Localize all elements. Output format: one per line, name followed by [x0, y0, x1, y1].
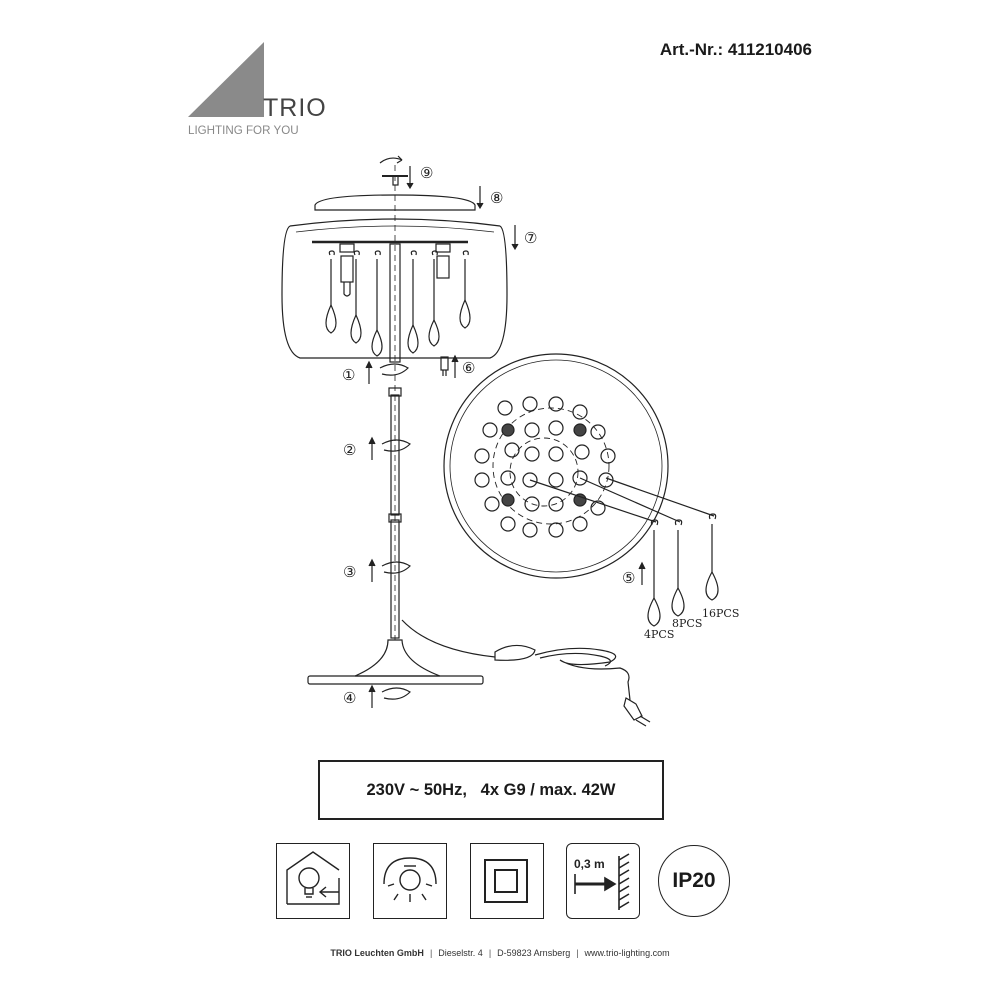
base-plate — [307, 675, 484, 685]
lamp-stem — [354, 165, 441, 677]
rotation-arrows — [379, 363, 411, 700]
step-4-label: ④ — [343, 689, 356, 707]
inline-switch — [494, 644, 536, 661]
trio-logo: TRIO LIGHTING FOR YOU — [188, 42, 327, 137]
article-number: Art.-Nr.: 411210406 — [659, 40, 812, 59]
top-finial — [379, 155, 414, 190]
plate-top-view — [443, 353, 715, 579]
footer-street: Dieselstr. 4 — [438, 948, 483, 958]
electrical-spec: 230V ~ 50Hz, 4x G9 / max. 42W — [318, 760, 664, 820]
step-7-label: ⑦ — [524, 229, 537, 247]
step-3-label: ③ — [343, 563, 356, 581]
g9-bulb — [440, 356, 449, 376]
footer-company: TRIO Leuchten GmbH — [330, 948, 424, 958]
footer: TRIO Leuchten GmbH|Dieselstr. 4|D-59823 … — [330, 948, 670, 958]
bulb-with-shade-icon — [383, 857, 437, 902]
crystal-count-8: 8PCS — [672, 617, 702, 630]
loose-crystals — [647, 513, 719, 627]
step-6-label: ⑥ — [462, 359, 475, 377]
crystal-holes — [474, 396, 616, 538]
indoor-use-symbol — [276, 843, 350, 919]
logo-tagline: LIGHTING FOR YOU — [188, 124, 299, 137]
step-1-label: ① — [342, 366, 355, 384]
indoor-use-house-bulb-icon — [286, 851, 340, 905]
protection-class-ii-icon — [484, 859, 528, 903]
footer-website: www.trio-lighting.com — [584, 948, 670, 958]
step-5-label: ⑤ — [622, 569, 635, 587]
power-plug-icon — [623, 697, 643, 721]
crystal-plate — [312, 240, 468, 253]
step-8-label: ⑧ — [490, 189, 503, 207]
distance-label: 0,3 m — [574, 857, 605, 871]
footer-city: D-59823 Arnsberg — [497, 948, 571, 958]
up-arrows — [365, 354, 646, 708]
top-cover-plate — [314, 186, 484, 211]
ip-rating: IP20 — [672, 869, 716, 892]
crystal-count-4: 4PCS — [644, 628, 674, 641]
bulb-shade-symbol — [373, 843, 447, 919]
hanging-crystals — [325, 250, 471, 357]
crystal-count-16: 16PCS — [702, 607, 739, 620]
distance-symbol: 0,3 m — [566, 843, 640, 919]
power-cable — [401, 619, 651, 727]
assembly-drawing: ⑨ ⑧ ⑦ — [281, 155, 739, 727]
step-9-label: ⑨ — [420, 164, 433, 182]
logo-triangle-icon — [188, 42, 264, 117]
step-2-label: ② — [343, 441, 356, 459]
logo-brand-name: TRIO — [263, 94, 327, 122]
ip20-symbol: IP20 — [658, 845, 730, 917]
minimum-distance-icon: 0,3 m — [574, 853, 630, 910]
class-ii-symbol — [470, 843, 544, 919]
